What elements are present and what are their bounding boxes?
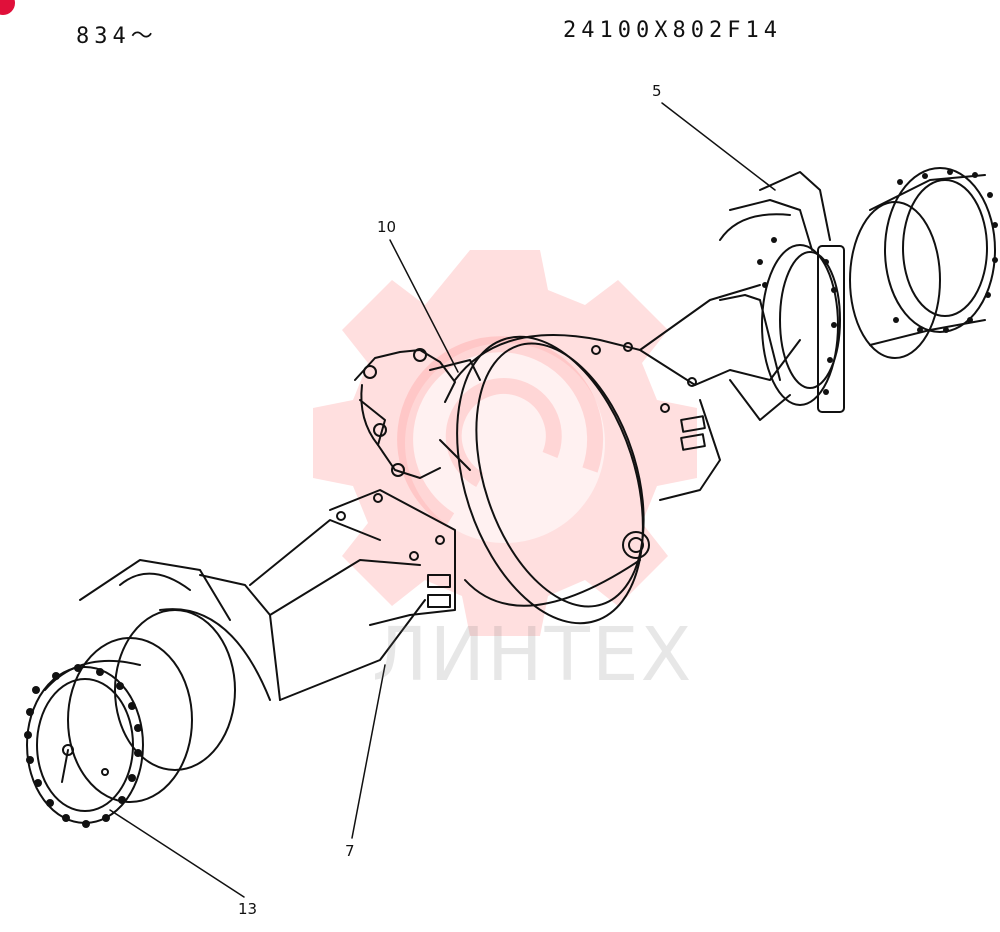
left-bolt-ring <box>24 664 142 828</box>
right-wheel-hub <box>719 167 996 413</box>
callout-5-label: 5 <box>652 82 662 100</box>
part-number-label: 24100X802F14 <box>563 18 782 43</box>
corner-badge <box>0 0 15 15</box>
serial-range-label: 834～ <box>76 24 158 49</box>
differential-housing <box>454 334 697 625</box>
callout-10-label: 10 <box>377 218 397 236</box>
watermark-text: ЛИНТЕХ <box>372 612 694 698</box>
callout-leaders <box>109 102 776 898</box>
axle-linework <box>24 102 998 898</box>
callout-13-label: 13 <box>238 900 258 918</box>
input-yoke <box>354 348 481 479</box>
right-axle-arm <box>639 284 801 501</box>
right-bolt-ring <box>757 169 998 395</box>
callout-7-label: 7 <box>345 842 355 860</box>
left-axle-arm <box>199 489 456 701</box>
left-wheel-hub <box>26 559 271 824</box>
gear-watermark-inner <box>405 343 605 543</box>
